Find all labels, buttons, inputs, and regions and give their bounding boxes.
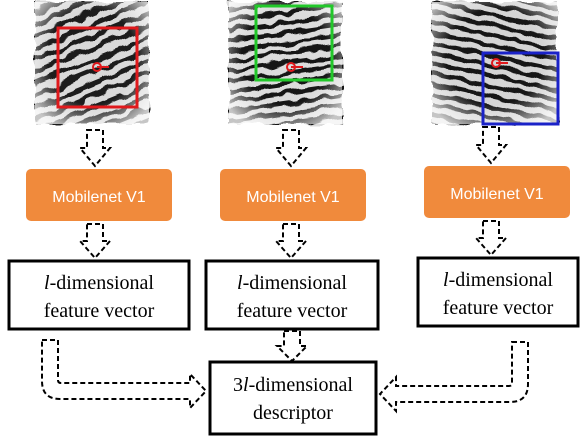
network-label: Mobilenet V1 bbox=[246, 189, 339, 206]
fingerprint-image bbox=[229, 2, 342, 124]
network-box bbox=[220, 169, 366, 221]
hollow-arrow-icon bbox=[41, 339, 208, 411]
feature-vector-box bbox=[416, 256, 580, 328]
hollow-arrow-icon bbox=[378, 341, 529, 414]
feature-vector-label-line2: feature vector bbox=[44, 300, 155, 322]
column-1: Mobilenet V1 l-dimensional feature vecto… bbox=[7, 2, 191, 331]
hollow-arrow-icon bbox=[473, 126, 509, 165]
fingerprint-image bbox=[432, 2, 558, 124]
feature-vector-label: l-dimensional bbox=[237, 272, 347, 294]
roi-box bbox=[481, 51, 560, 126]
feature-vector-label-line2: feature vector bbox=[443, 297, 554, 319]
hollow-arrow-icon bbox=[77, 223, 113, 260]
descriptor-label-line2: descriptor bbox=[253, 402, 333, 424]
feature-vector-box bbox=[204, 259, 380, 331]
hollow-arrow-icon bbox=[273, 223, 309, 260]
feature-vector-label-line2: feature vector bbox=[237, 300, 348, 322]
minutia-marker-icon bbox=[491, 58, 508, 68]
minutia-marker-icon bbox=[286, 62, 303, 72]
feature-vector-label: l-dimensional bbox=[44, 272, 154, 294]
hollow-arrow-icon bbox=[77, 129, 113, 168]
descriptor: 3l-dimensional descriptor bbox=[208, 360, 378, 436]
feature-vector-box bbox=[7, 259, 191, 331]
roi-box bbox=[254, 4, 334, 82]
network-label: Mobilenet V1 bbox=[52, 189, 145, 206]
hollow-arrow-icon bbox=[274, 330, 310, 363]
feature-vector-label: l-dimensional bbox=[443, 269, 553, 291]
fingerprint-image bbox=[35, 2, 149, 124]
network-box bbox=[424, 166, 570, 218]
column-3: Mobilenet V1 l-dimensional feature vecto… bbox=[416, 2, 580, 328]
column-2: Mobilenet V1 l-dimensional feature vecto… bbox=[204, 2, 380, 363]
network-label: Mobilenet V1 bbox=[450, 186, 543, 203]
descriptor-label: 3l-dimensional bbox=[233, 374, 353, 396]
descriptor-box bbox=[208, 360, 378, 436]
roi-box bbox=[56, 26, 139, 109]
hollow-arrow-icon bbox=[473, 220, 509, 257]
minutia-marker-icon bbox=[92, 62, 109, 72]
network-box bbox=[26, 169, 172, 221]
hollow-arrow-icon bbox=[273, 129, 309, 168]
